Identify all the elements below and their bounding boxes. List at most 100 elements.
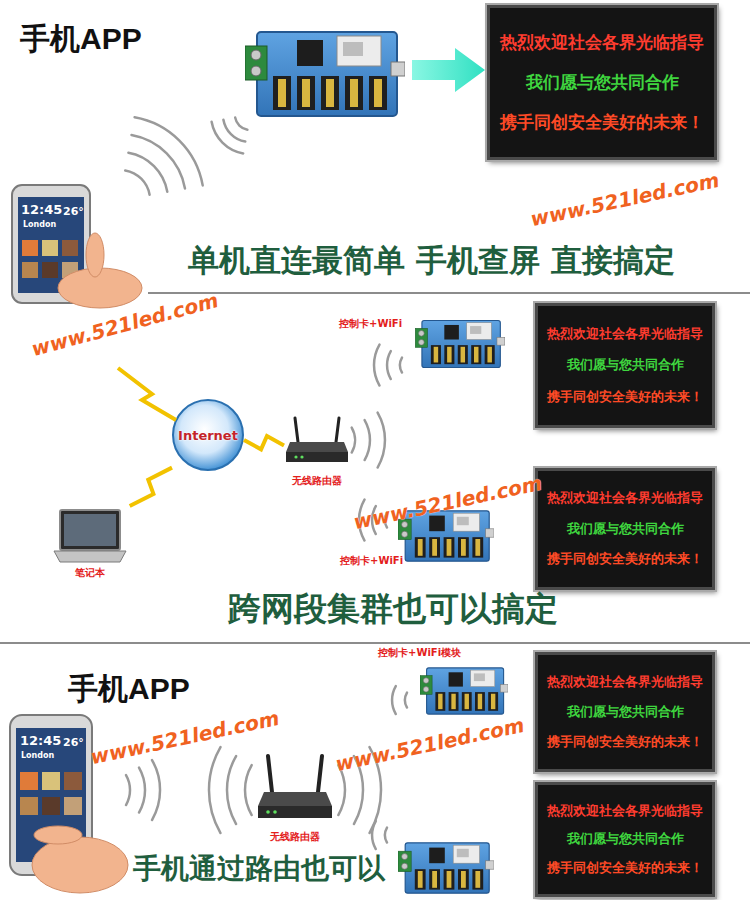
router-icon <box>258 756 332 818</box>
lightning-link <box>118 368 176 420</box>
laptop-icon <box>64 514 116 546</box>
wifi-waves <box>132 135 186 189</box>
node-label: 控制卡+WiFi <box>340 555 403 567</box>
wifi-waves <box>209 747 221 833</box>
screen-message: 携手同创安全美好的未来！ <box>547 735 703 749</box>
node-label: 控制卡+WiFi <box>339 318 402 330</box>
controller-board <box>398 843 494 893</box>
app-heading: 手机APP <box>68 672 190 707</box>
router-icon <box>318 756 322 792</box>
router-icon <box>266 810 270 814</box>
phone-hand <box>12 185 142 308</box>
phone-clock: 12:45 <box>21 203 62 218</box>
phone-hand <box>64 797 82 815</box>
router-icon <box>273 810 277 814</box>
wifi-waves <box>365 420 370 460</box>
screen-message: 热烈欢迎社会各界光临指导 <box>547 327 703 341</box>
phone-hand <box>22 240 38 256</box>
controller-card: 控制卡+WiFi模块 <box>420 662 508 720</box>
screen-message: 携手同创安全美好的未来！ <box>547 861 703 875</box>
phone-clock: 12:45 <box>20 734 61 749</box>
wifi-waves <box>378 413 385 468</box>
router-icon <box>258 806 332 818</box>
wifi-waves <box>405 693 407 708</box>
wifi-waves <box>385 828 387 843</box>
screen-message: 携手同创安全美好的未来！ <box>547 390 703 404</box>
wifi-router: 无线路由器 <box>252 750 338 842</box>
router-icon <box>286 442 348 452</box>
screen-message: 热烈欢迎社会各界光临指导 <box>547 491 703 505</box>
screen-message: 我们愿与您共同合作 <box>567 358 684 372</box>
phone-hand <box>42 262 58 278</box>
wifi-waves <box>139 768 145 813</box>
transfer-arrow <box>412 48 485 92</box>
wifi-waves <box>392 686 396 714</box>
wifi-waves <box>374 345 379 386</box>
screen-message: 热烈欢迎社会各界光临指导 <box>547 804 703 818</box>
watermark: www.521led.com <box>89 707 282 769</box>
led-screen: 热烈欢迎社会各界光临指导我们愿与您共同合作携手同创安全美好的未来！ <box>535 652 715 772</box>
wifi-waves <box>128 153 167 192</box>
section-divider <box>148 292 750 294</box>
internet-globe <box>173 400 243 470</box>
wifi-waves <box>135 117 203 185</box>
laptop-icon <box>60 510 120 550</box>
laptop: 笔记本 <box>50 506 130 578</box>
screen-message: 携手同创安全美好的未来！ <box>547 552 703 566</box>
app-heading: 手机APP <box>20 22 142 57</box>
wifi-waves <box>387 351 391 379</box>
screen-message: 我们愿与您共同合作 <box>526 73 679 92</box>
slogan: 跨网段集群也可以搞定 <box>228 590 558 628</box>
router-icon <box>258 792 332 806</box>
phone-hand <box>64 772 82 790</box>
led-screen: 热烈欢迎社会各界光临指导我们愿与您共同合作携手同创安全美好的未来！ <box>535 782 715 897</box>
lightning-link <box>244 436 284 449</box>
screen-message: 我们愿与您共同合作 <box>567 832 684 846</box>
screen-message: 我们愿与您共同合作 <box>567 522 684 536</box>
controller-board <box>420 668 508 714</box>
phone-hand <box>86 233 104 277</box>
phone-temperature: 26° <box>63 737 84 750</box>
lightning-link <box>130 468 172 506</box>
led-screen: 热烈欢迎社会各界光临指导我们愿与您共同合作携手同创安全美好的未来！ <box>535 468 715 590</box>
section-divider <box>0 293 750 643</box>
phone-hand <box>32 837 128 893</box>
router-icon <box>286 452 348 462</box>
phone-hand <box>62 240 78 256</box>
phone-hand <box>34 826 82 844</box>
phone-city: London <box>21 751 54 760</box>
wifi-waves <box>227 756 236 824</box>
screen-message: 我们愿与您共同合作 <box>567 705 684 719</box>
router-icon <box>336 418 339 442</box>
wifi-waves <box>223 120 245 142</box>
wifi-waves <box>352 428 355 453</box>
led-screen: 热烈欢迎社会各界光临指导我们愿与您共同合作携手同创安全美好的未来！ <box>487 5 717 160</box>
controller-board <box>245 32 405 116</box>
slogan: 手机通过路由也可以 <box>133 853 385 885</box>
section-divider <box>0 642 750 644</box>
led-screen: 热烈欢迎社会各界光临指导我们愿与您共同合作携手同创安全美好的未来！ <box>535 303 715 428</box>
watermark: www.521led.com <box>529 169 722 231</box>
phone-hand <box>42 240 58 256</box>
phone-hand <box>42 772 60 790</box>
phone-hand <box>20 772 38 790</box>
screen-message: 携手同创安全美好的未来！ <box>500 113 704 132</box>
controller-card: 控制卡+WiFi <box>415 316 505 372</box>
router-icon <box>300 455 303 458</box>
phone-city: London <box>23 220 56 229</box>
internet-globe: Internet <box>172 399 244 471</box>
wifi-waves <box>372 821 376 849</box>
wifi-waves <box>245 765 252 815</box>
router-icon <box>286 418 348 462</box>
controller-board <box>415 320 505 367</box>
wifi-waves <box>235 118 247 130</box>
node-label: 笔记本 <box>75 567 105 579</box>
phone-hand <box>42 797 60 815</box>
laptop-icon <box>54 551 126 562</box>
phone-temperature: 26° <box>63 206 84 219</box>
phone-hand <box>20 797 38 815</box>
node-label: Internet <box>178 428 238 443</box>
wifi-waves <box>125 170 149 194</box>
laptop-icon <box>54 510 126 562</box>
node-label: 无线路由器 <box>292 475 342 487</box>
